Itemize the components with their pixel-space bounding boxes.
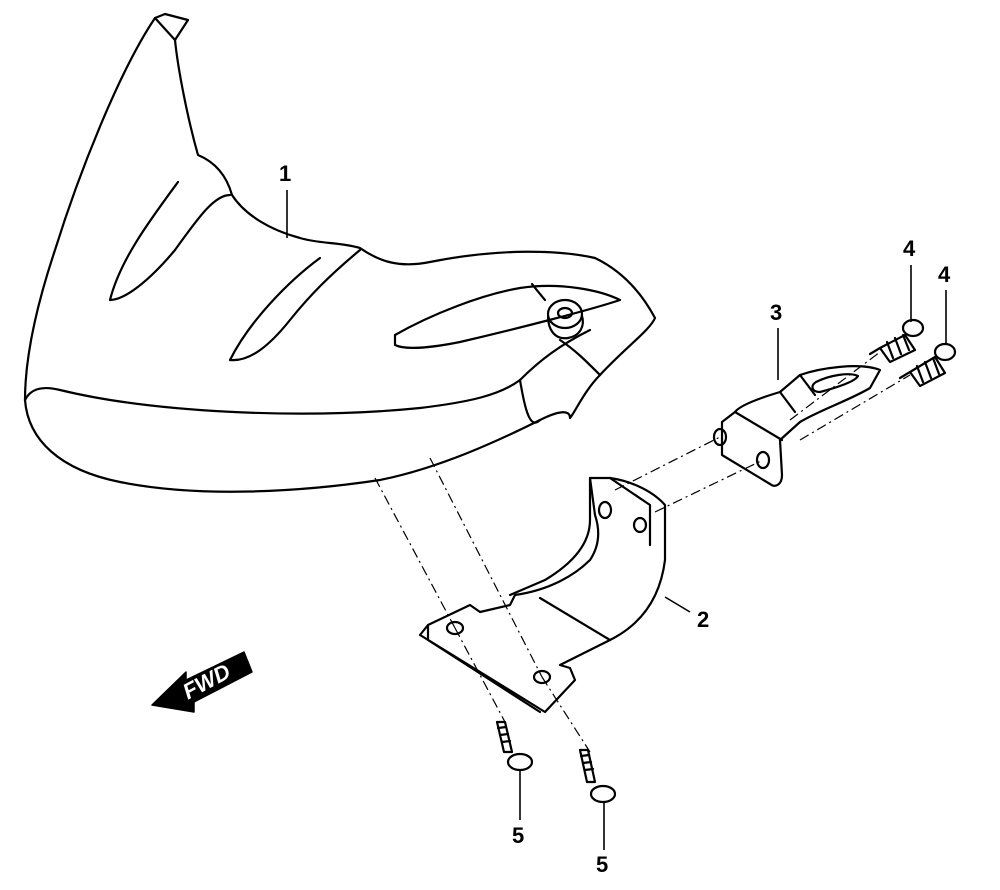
fwd-direction-arrow-icon: FWD xyxy=(151,651,253,713)
fwd-label: FWD xyxy=(178,659,234,705)
callout-4-lower: 4 xyxy=(938,262,951,287)
part-4-bolt-upper xyxy=(868,318,925,364)
part-2-mounting-bracket xyxy=(418,476,667,714)
part-5-screw-left xyxy=(495,720,534,772)
callout-4-upper: 4 xyxy=(903,236,916,261)
part-4-bolt-lower xyxy=(898,342,957,388)
part-5-screw-right xyxy=(578,748,617,804)
callout-5-right: 5 xyxy=(596,852,609,877)
part-3-upper-stay xyxy=(712,365,882,487)
alignment-lines xyxy=(374,351,911,753)
callout-3: 3 xyxy=(770,300,783,325)
leader-lines xyxy=(286,190,947,850)
callout-5-left: 5 xyxy=(512,823,525,848)
callout-2: 2 xyxy=(697,607,710,632)
callout-1: 1 xyxy=(279,161,292,186)
part-1-front-cover xyxy=(23,12,657,493)
